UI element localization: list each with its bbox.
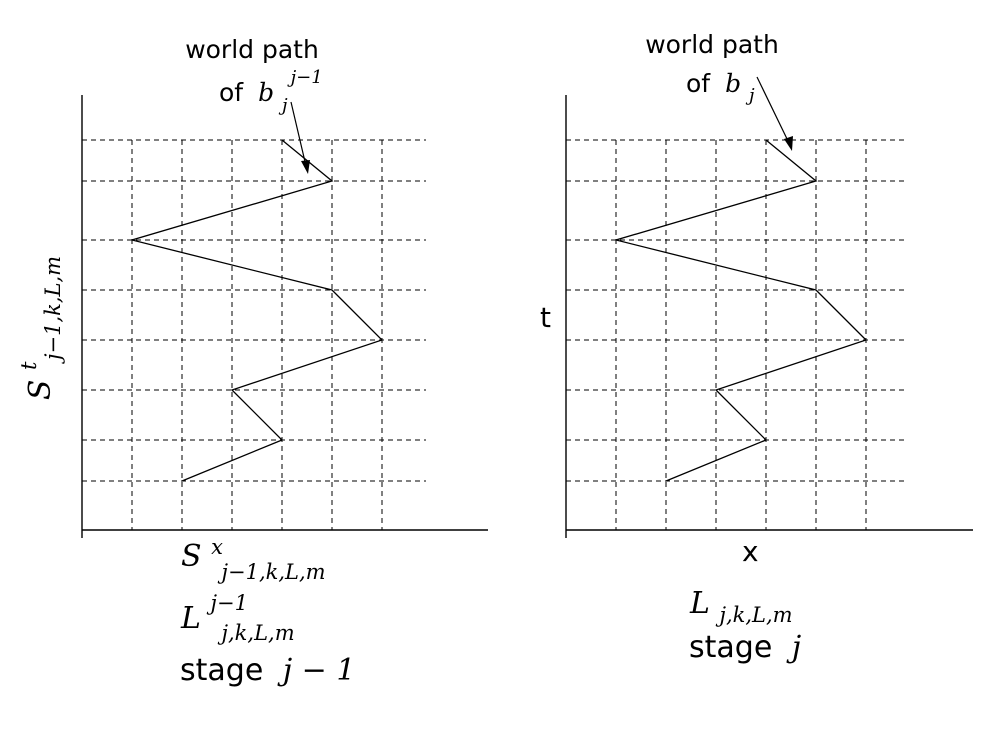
left-world-path bbox=[129, 139, 384, 482]
right-y-axis-label: t bbox=[540, 301, 551, 334]
right-annotation-arrowhead bbox=[784, 136, 793, 151]
left-y-axis-label: S t j−1,k,L,m bbox=[9, 256, 65, 400]
left-panel: world path of b j j−1 S t j−1,k,L,m S x … bbox=[9, 35, 488, 688]
right-panel: world path of b j t x L j,k,L,m stage j bbox=[540, 30, 973, 665]
right-caption-stage: stage j bbox=[689, 630, 801, 665]
svg-text:S t j−1,k,L,m: S t j−1,k,L,m bbox=[9, 256, 65, 400]
left-annotation-arrowhead bbox=[301, 160, 310, 174]
right-annotation-arrow bbox=[756, 76, 790, 144]
left-x-axis-label: S x j−1,k,L,m bbox=[181, 527, 326, 584]
right-annotation-line1: world path bbox=[645, 30, 779, 59]
left-annotation-line1: world path bbox=[185, 35, 319, 64]
right-world-path bbox=[613, 139, 868, 482]
left-caption-symbol: L j−1 j,k,L,m bbox=[180, 583, 295, 645]
right-x-axis-label: x bbox=[742, 535, 759, 568]
left-grid bbox=[82, 139, 426, 530]
right-grid bbox=[566, 139, 908, 530]
left-caption-stage: stage j − 1 bbox=[180, 653, 355, 688]
right-caption-symbol: L j,k,L,m bbox=[689, 586, 793, 627]
left-annotation-arrow bbox=[290, 101, 307, 167]
right-annotation-line2: of b j bbox=[686, 69, 755, 106]
left-annotation-line2: of b j j−1 bbox=[219, 67, 323, 117]
